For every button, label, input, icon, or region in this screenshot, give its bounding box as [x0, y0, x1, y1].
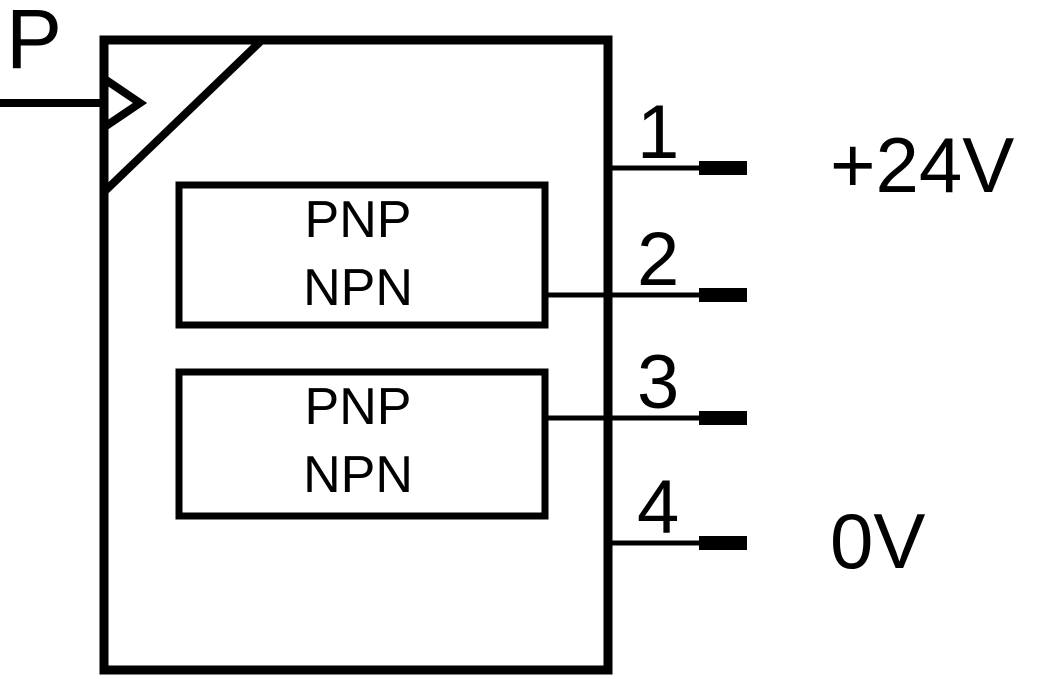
supply-positive-label: +24V: [830, 121, 1014, 209]
sensing-element-diagonal-icon: [101, 37, 265, 195]
output-block-1-line1: PNP: [305, 191, 412, 249]
terminal-1-pad[interactable]: [699, 161, 747, 175]
terminal-4-number: 4: [637, 465, 679, 550]
supply-ground-label: 0V: [830, 497, 925, 585]
output-block-2-line1: PNP: [305, 378, 412, 436]
output-block-2: [175, 368, 549, 520]
output-block-2-line2: NPN: [303, 446, 413, 504]
pressure-input-label: P: [6, 0, 62, 86]
output-block-1: [175, 181, 549, 329]
terminal-3-pad[interactable]: [699, 411, 747, 425]
sensor-body-outline: [99, 35, 613, 675]
input-arrow-icon: [103, 76, 148, 130]
terminal-1-number: 1: [637, 90, 679, 175]
terminal-2-pad[interactable]: [699, 288, 747, 302]
terminal-3-number: 3: [637, 340, 679, 425]
output-block-1-line2: NPN: [303, 259, 413, 317]
terminal-4-pad[interactable]: [699, 536, 747, 550]
terminal-2-number: 2: [637, 217, 679, 302]
